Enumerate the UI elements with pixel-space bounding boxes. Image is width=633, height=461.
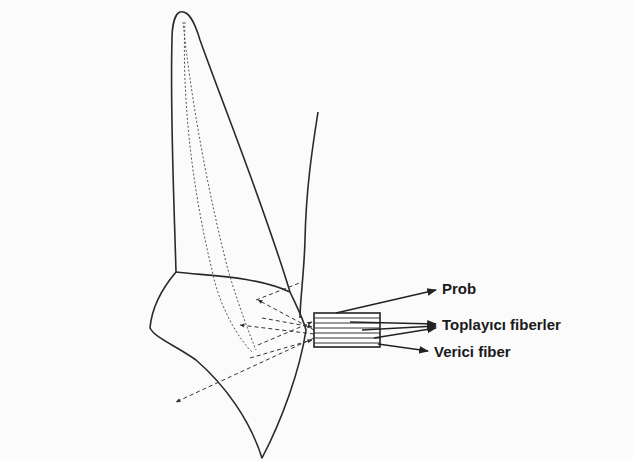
gingiva-line <box>300 112 318 318</box>
fiber-strand <box>314 328 380 329</box>
enamel-junction <box>176 272 290 292</box>
pulp-canal <box>184 22 252 352</box>
part-label: Verici fiber <box>434 343 511 361</box>
fiber-strand <box>314 338 380 339</box>
leader-line <box>378 344 428 351</box>
part-label: Toplayıcı fiberler <box>442 316 561 334</box>
fiber-strand <box>314 343 380 344</box>
fiber-strand <box>314 333 380 334</box>
leader-line <box>336 290 436 313</box>
light-ray <box>176 338 314 402</box>
light-ray <box>240 325 314 334</box>
light-ray <box>256 282 302 300</box>
light-ray <box>262 318 312 327</box>
light-ray <box>250 340 312 358</box>
light-ray <box>258 300 314 330</box>
part-label: Prob <box>442 280 476 298</box>
leader-line <box>374 328 436 338</box>
tooth-outline <box>150 12 306 458</box>
leader-line <box>350 322 436 324</box>
fiber-strand <box>314 318 380 319</box>
pulp-canal <box>183 22 256 350</box>
